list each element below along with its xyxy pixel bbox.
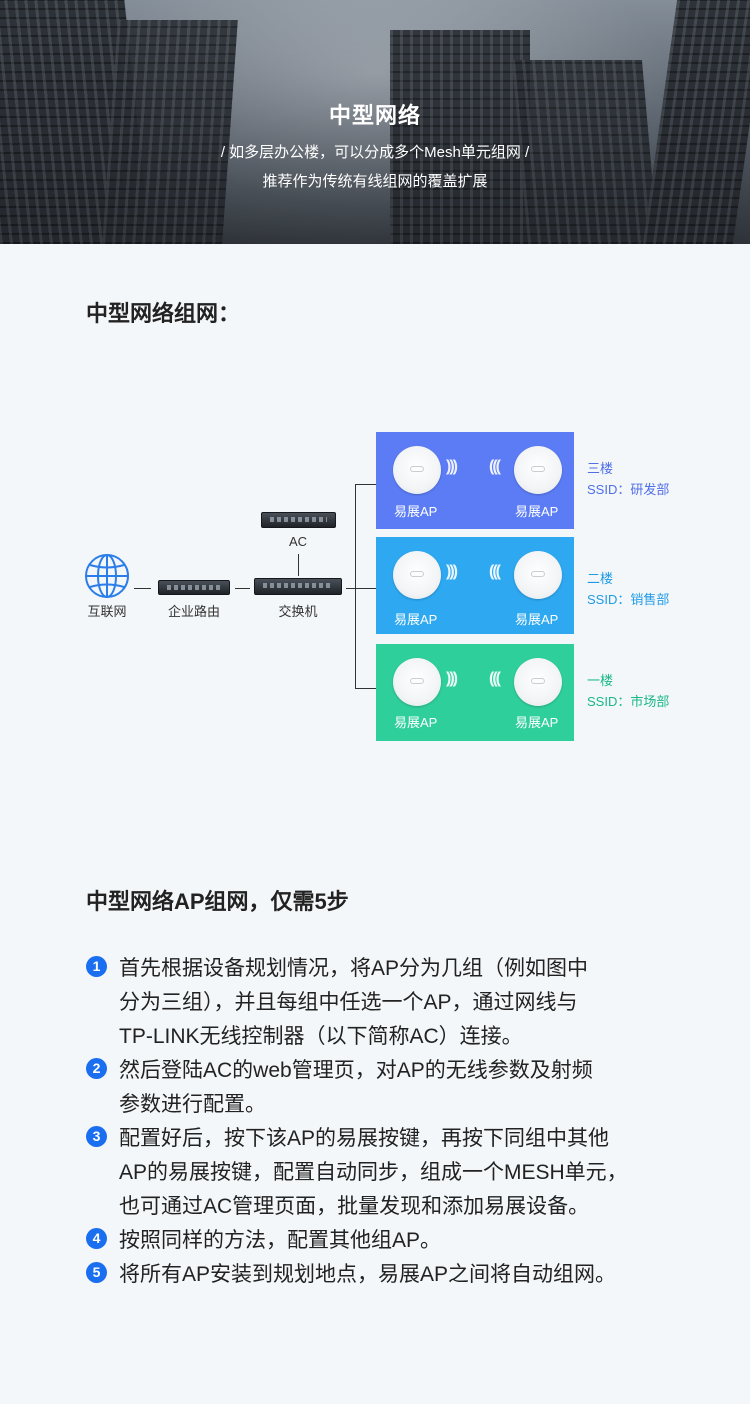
bus-line [355, 484, 356, 689]
steps-section-title: 中型网络AP组网，仅需5步 [86, 889, 349, 914]
network-diagram: 互联网 企业路由 交换机 AC ))) ((( 易展AP 易展AP 三楼 SSI… [0, 420, 750, 760]
step-text-line: 配置好后，按下该AP的易展按键，再按下同组中其他 [119, 1127, 610, 1150]
bus-to-floor1 [355, 688, 376, 689]
router-device [158, 580, 230, 595]
hero-title: 中型网络 [328, 103, 421, 128]
wifi-signal-icon: ((( [489, 563, 501, 580]
step-text-line: 按照同样的方法，配置其他组AP。 [119, 1229, 442, 1252]
step-text-line: 参数进行配置。 [119, 1093, 266, 1116]
ap-device [514, 658, 562, 706]
step-text-line: 首先根据设备规划情况，将AP分为几组（例如图中 [119, 957, 589, 980]
diagram-section-title: 中型网络组网： [86, 301, 241, 326]
step-number-badge: 5 [86, 1262, 107, 1283]
ap-device [393, 551, 441, 599]
floor-2-name: 二楼 [587, 571, 614, 586]
ap-device [393, 658, 441, 706]
step-text-line: AP的易展按键，配置自动同步，组成一个MESH单元， [119, 1161, 628, 1184]
ap-label: 易展AP [515, 715, 559, 730]
step-text-line: 分为三组），并且每组中任选一个AP，通过网线与 [119, 991, 578, 1014]
router-label: 企业路由 [167, 604, 220, 619]
floor-3-ssid: SSID：研发部 [587, 482, 670, 497]
floor-3-panel: ))) ((( 易展AP 易展AP [376, 432, 574, 529]
ap-label: 易展AP [515, 612, 559, 627]
step-number-badge: 1 [86, 956, 107, 977]
floor-2-ssid: SSID：销售部 [587, 592, 670, 607]
ap-label: 易展AP [394, 715, 438, 730]
step-text-line: TP-LINK无线控制器（以下简称AC）连接。 [119, 1025, 523, 1048]
step-text-line: 然后登陆AC的web管理页，对AP的无线参数及射频 [119, 1059, 593, 1082]
ap-label: 易展AP [515, 504, 559, 519]
step-number-badge: 4 [86, 1228, 107, 1249]
hero-banner: 中型网络 / 如多层办公楼，可以分成多个Mesh单元组网 / 推荐作为传统有线组… [0, 0, 750, 244]
building-center-right [390, 30, 530, 244]
floor-1-ssid: SSID：市场部 [587, 694, 670, 709]
switch-label: 交换机 [278, 604, 318, 619]
bus-to-floor2 [355, 588, 376, 589]
ap-device [514, 446, 562, 494]
floor-2-panel: ))) ((( 易展AP 易展AP [376, 537, 574, 634]
step-number-badge: 2 [86, 1058, 107, 1079]
wifi-signal-icon: ((( [489, 458, 501, 475]
step-text-line: 也可通过AC管理页面，批量发现和添加易展设备。 [119, 1195, 590, 1218]
wifi-signal-icon: ))) [446, 670, 458, 687]
ap-label: 易展AP [394, 612, 438, 627]
step-text-line: 将所有AP安装到规划地点，易展AP之间将自动组网。 [119, 1263, 617, 1286]
wifi-signal-icon: ))) [446, 563, 458, 580]
switch-device [254, 578, 342, 595]
ap-device [393, 446, 441, 494]
link-router-switch [235, 588, 250, 589]
floor-1-name: 一楼 [587, 673, 614, 688]
globe-icon [85, 554, 129, 598]
ac-label: AC [288, 534, 308, 549]
floor-1-panel: ))) ((( 易展AP 易展AP [376, 644, 574, 741]
step-number-badge: 3 [86, 1126, 107, 1147]
hero-subtitle-line2: 推荐作为传统有线组网的覆盖扩展 [262, 173, 488, 190]
bus-to-floor3 [355, 484, 376, 485]
ap-device [514, 551, 562, 599]
ac-device [261, 512, 336, 528]
hero-shade [0, 0, 750, 244]
wifi-signal-icon: ((( [489, 670, 501, 687]
link-internet-router [134, 588, 151, 589]
floor-3-name: 三楼 [587, 461, 614, 476]
internet-label: 互联网 [87, 604, 127, 619]
wifi-signal-icon: ))) [446, 458, 458, 475]
link-ac-switch [298, 554, 299, 576]
hero-subtitle-line1: / 如多层办公楼，可以分成多个Mesh单元组网 / [220, 144, 530, 161]
ap-label: 易展AP [394, 504, 438, 519]
